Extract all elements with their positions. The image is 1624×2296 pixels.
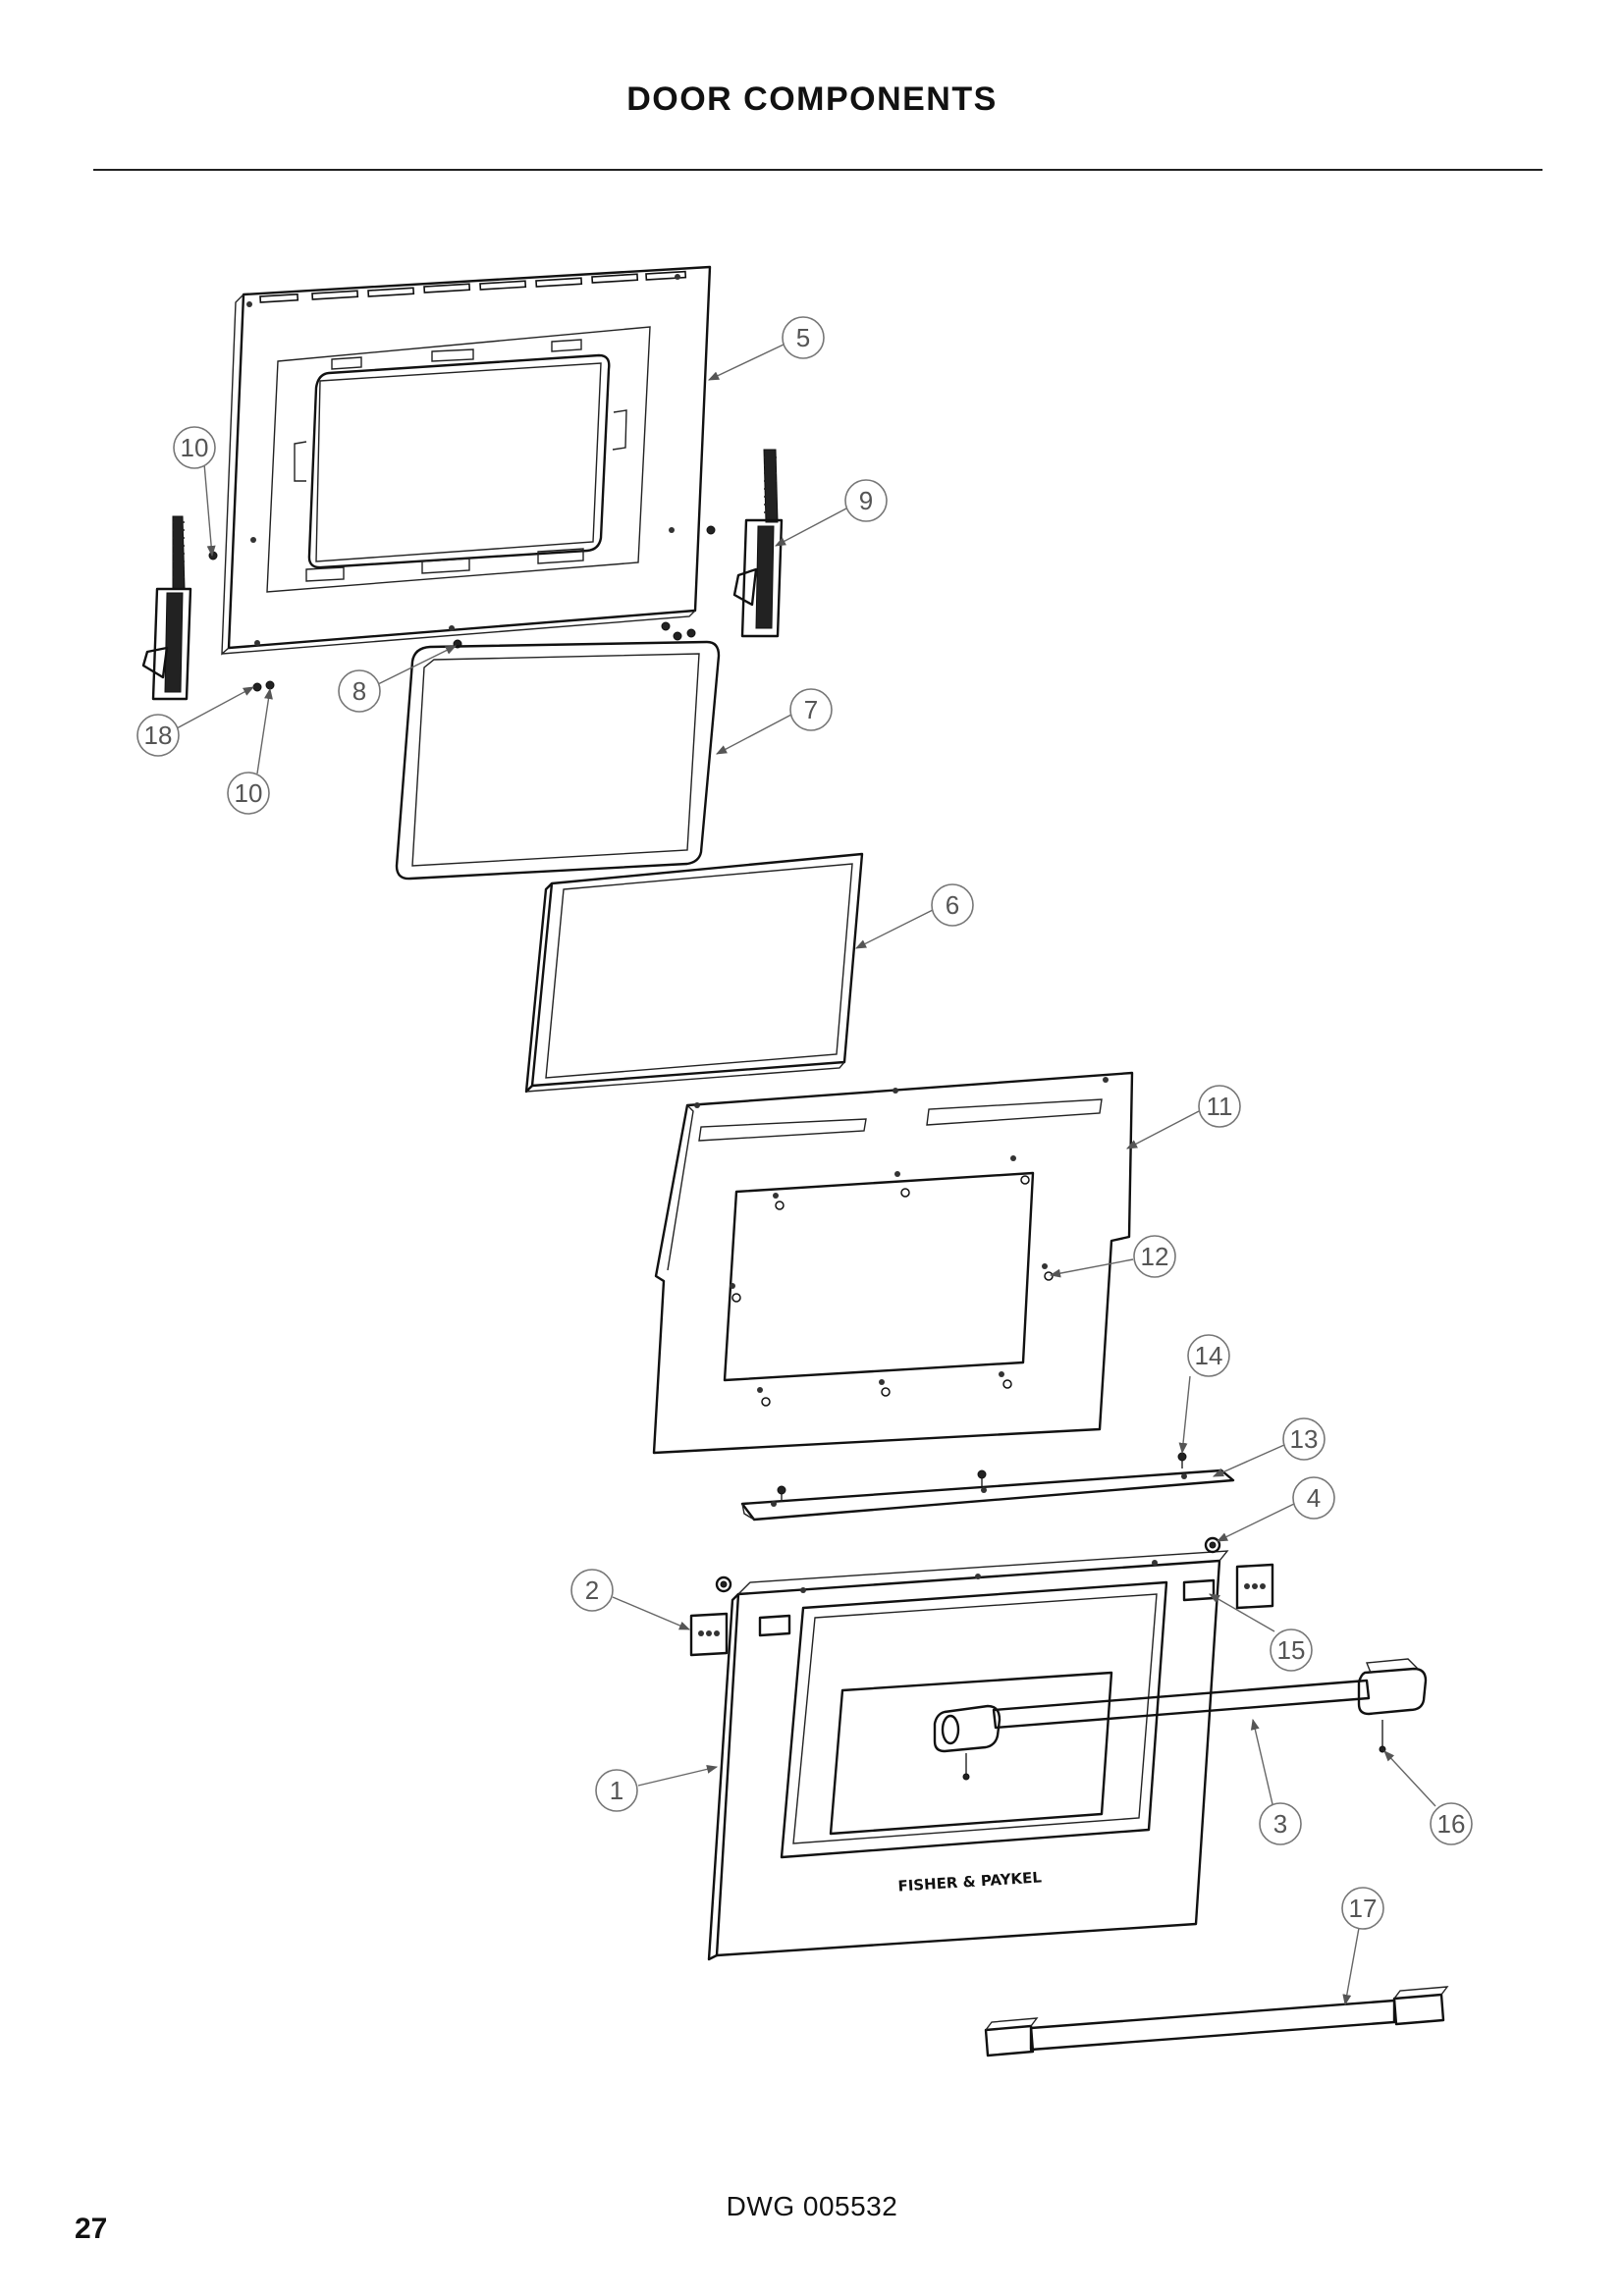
svg-text:13: 13	[1290, 1424, 1319, 1454]
svg-text:17: 17	[1349, 1894, 1378, 1923]
callout-4: 4	[1216, 1476, 1335, 1542]
svg-text:9: 9	[859, 486, 873, 515]
part-door-front-panel	[707, 1550, 1229, 1961]
part-door-hinge-right	[732, 449, 784, 638]
callout-9: 9	[775, 479, 888, 547]
part-alternate-handle	[984, 1986, 1449, 2057]
callout-11: 11	[1126, 1085, 1241, 1149]
part-door-top-trim	[740, 1452, 1235, 1522]
part-handle-mount-plate-left	[689, 1612, 729, 1657]
callout-10-lower: 10	[227, 687, 273, 815]
part-handle-mount-screws	[715, 1536, 1221, 1593]
callout-6: 7	[716, 688, 833, 755]
page-number: 27	[75, 2213, 108, 2245]
callout-3: 3	[1250, 1718, 1302, 1845]
part-door-seal	[395, 640, 721, 881]
svg-text:14: 14	[1195, 1341, 1223, 1370]
callout-13: 13	[1212, 1417, 1326, 1477]
part-door-handle	[933, 1658, 1428, 1781]
svg-text:3: 3	[1273, 1809, 1287, 1839]
svg-text:15: 15	[1277, 1635, 1306, 1665]
callout-18: 18	[136, 686, 254, 757]
callout-10-upper: 10	[173, 426, 216, 558]
svg-text:10: 10	[235, 778, 263, 808]
callout-5: 6	[854, 883, 974, 949]
part-door-hinge-left	[141, 515, 192, 701]
svg-text:18: 18	[144, 721, 173, 750]
part-inner-door-frame	[221, 265, 712, 656]
callout-7: 5	[707, 316, 825, 381]
svg-text:12: 12	[1141, 1242, 1169, 1271]
drawing-number: DWG 005532	[726, 2191, 898, 2221]
svg-text:5: 5	[796, 323, 810, 352]
svg-text:8: 8	[352, 676, 366, 706]
svg-text:6: 6	[946, 890, 959, 920]
part-inner-glass-frame	[652, 1071, 1134, 1455]
title-divider	[93, 169, 1543, 171]
callout-14: 14	[1178, 1334, 1230, 1455]
callout-16: 16	[1383, 1750, 1473, 1845]
brand-logo-text: FISHER & PAYKEL	[897, 1868, 1043, 1895]
svg-text:10: 10	[181, 433, 209, 462]
page-title: DOOR COMPONENTS	[626, 80, 998, 118]
svg-text:1: 1	[610, 1776, 623, 1805]
callout-12: 12	[1049, 1235, 1176, 1278]
callout-2: 2	[570, 1569, 691, 1630]
callout-8: 8	[338, 645, 458, 713]
svg-text:4: 4	[1307, 1483, 1321, 1513]
svg-text:11: 11	[1207, 1092, 1233, 1121]
svg-text:2: 2	[585, 1575, 599, 1605]
part-handle-mount-plate-right	[1235, 1563, 1274, 1610]
svg-text:7: 7	[804, 695, 818, 724]
part-screws-small	[208, 525, 716, 692]
svg-text:16: 16	[1437, 1809, 1466, 1839]
callout-17: 17	[1341, 1887, 1384, 2006]
callout-1: 1	[595, 1764, 719, 1812]
part-door-glass-pane	[524, 852, 864, 1094]
callout-15: 15	[1209, 1593, 1313, 1672]
